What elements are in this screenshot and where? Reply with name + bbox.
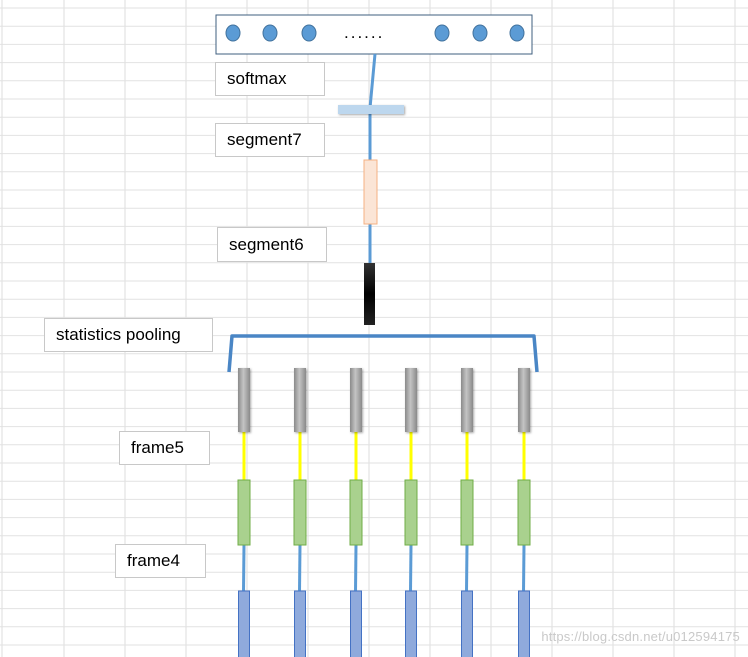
output-ellipsis: ......: [344, 23, 384, 42]
segment7-layer: [338, 105, 404, 114]
output-node: [509, 24, 525, 42]
frame4-to-frame3-connector: [522, 544, 526, 593]
output-nodes: [225, 24, 525, 42]
frame4-to-frame3-connector: [354, 544, 358, 593]
frame4-to-frame3-connector: [465, 544, 469, 593]
frame4-label: frame4: [115, 544, 206, 578]
frame5-node: [405, 368, 417, 432]
frame4-node: [460, 479, 474, 546]
frame4-to-frame3-connector: [242, 544, 246, 593]
frame4-node: [237, 479, 251, 546]
segment6-layer: [363, 159, 378, 225]
softmax-label: softmax: [215, 62, 325, 96]
segment7-label: segment7: [215, 123, 325, 157]
frame4-node: [293, 479, 307, 546]
output-node: [434, 24, 450, 42]
frame3-node: [461, 590, 473, 657]
frame5-node: [350, 368, 362, 432]
frame3-node: [518, 590, 530, 657]
frame4-to-frame3-connector: [298, 544, 302, 593]
output-node: [225, 24, 241, 42]
frame3-node: [294, 590, 306, 657]
pooling-bracket: [227, 334, 539, 373]
frame3-node: [405, 590, 417, 657]
statistics-pooling-label: statistics pooling: [44, 318, 213, 352]
output-node: [472, 24, 488, 42]
frame5-node: [518, 368, 530, 432]
frame5-node: [294, 368, 306, 432]
frame5-label: frame5: [119, 431, 210, 465]
output-node: [301, 24, 317, 42]
watermark: https://blog.csdn.net/u012594175: [541, 629, 740, 644]
frame4-to-frame3-connector: [409, 544, 413, 593]
frame4-node: [349, 479, 363, 546]
frame-columns: [237, 368, 531, 657]
frame4-node: [517, 479, 531, 546]
frame3-node: [238, 590, 250, 657]
output-node: [262, 24, 278, 42]
stats-segment-layer: [364, 263, 375, 325]
segment6-label: segment6: [217, 227, 327, 262]
frame5-node: [238, 368, 250, 432]
frame5-node: [461, 368, 473, 432]
frame3-node: [350, 590, 362, 657]
frame4-node: [404, 479, 418, 546]
